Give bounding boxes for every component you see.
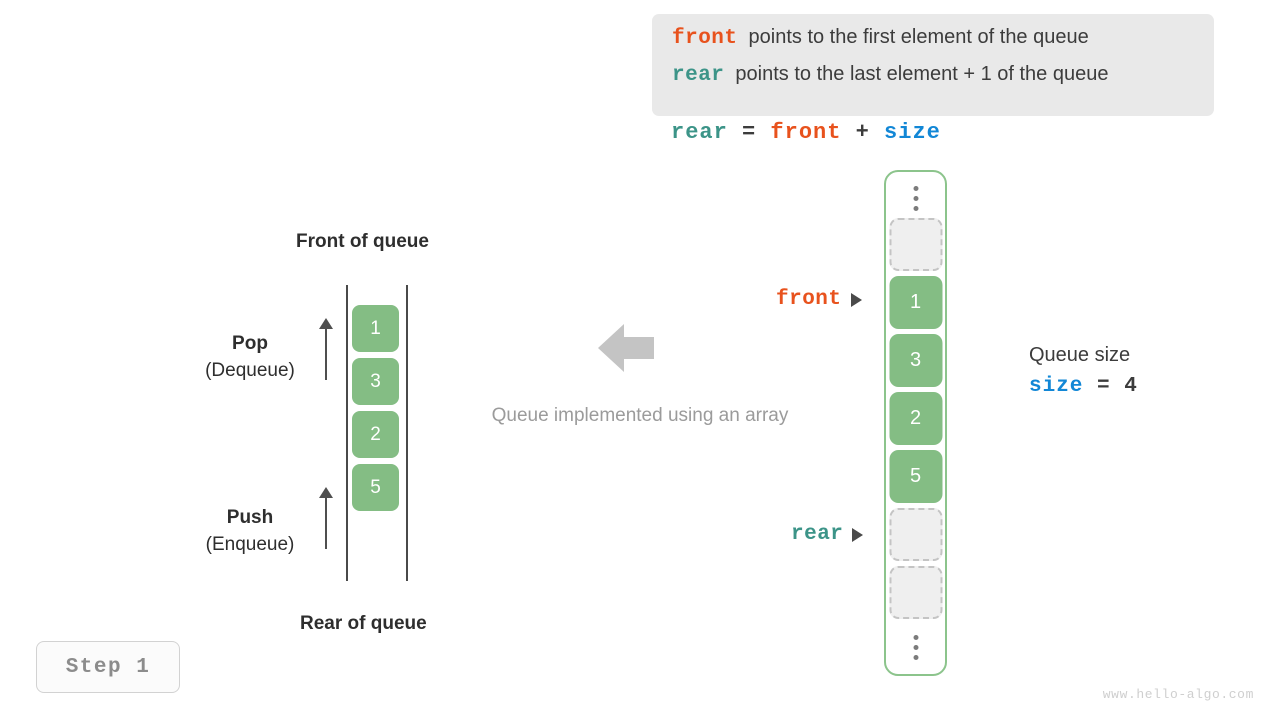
front-of-queue-label: Front of queue — [296, 231, 429, 252]
legend-text-rear: points to the last element + 1 of the qu… — [735, 63, 1109, 85]
rear-pointer: rear — [791, 523, 864, 546]
array-cell-filled: 5 — [889, 450, 942, 503]
pop-arrow-up-icon — [318, 318, 334, 380]
formula-plus: + — [855, 120, 870, 145]
rear-of-queue-label: Rear of queue — [300, 613, 427, 634]
array-cell-filled: 1 — [889, 276, 942, 329]
diagram-caption: Queue implemented using an array — [491, 405, 789, 426]
pop-title: Pop — [232, 333, 268, 354]
stack-cell: 3 — [352, 358, 399, 405]
stack-cell: 2 — [352, 411, 399, 458]
legend-keyword-rear: rear — [672, 64, 725, 87]
stack-rail-right — [406, 285, 408, 581]
array-cell-empty — [889, 508, 942, 561]
push-operation-label: Push (Enqueue) — [170, 507, 330, 556]
front-pointer: front — [776, 288, 862, 311]
legend-row-front: front points to the first element of the… — [672, 26, 1194, 63]
stack-rail-left — [346, 285, 348, 581]
array-container: 1 3 2 5 — [884, 170, 947, 676]
push-subtitle: (Enqueue) — [205, 534, 295, 555]
queue-size-equals: = — [1097, 375, 1111, 398]
queue-size-value: 4 — [1124, 375, 1138, 398]
array-cell-empty — [889, 566, 942, 619]
push-arrow-up-icon — [318, 487, 334, 549]
queue-size-var: size — [1029, 375, 1084, 398]
vertical-ellipsis-icon — [913, 186, 918, 211]
array-cell-filled: 3 — [889, 334, 942, 387]
stack-cell-list: 1 3 2 5 — [352, 305, 399, 517]
formula-expression: rear = front + size — [671, 120, 941, 145]
arrow-left-icon — [598, 321, 654, 375]
array-cell-empty — [889, 218, 942, 271]
formula-front: front — [770, 120, 842, 145]
pop-subtitle: (Dequeue) — [205, 360, 295, 381]
stack-cell: 1 — [352, 305, 399, 352]
formula-rear: rear — [671, 120, 728, 145]
pop-operation-label: Pop (Dequeue) — [170, 333, 330, 382]
legend-row-rear: rear points to the last element + 1 of t… — [672, 63, 1194, 100]
push-title: Push — [226, 507, 274, 528]
triangle-right-icon — [850, 292, 862, 307]
vertical-ellipsis-icon — [913, 635, 918, 660]
formula-equals: = — [742, 120, 757, 145]
watermark: www.hello-algo.com — [1102, 687, 1254, 702]
queue-size-expression: size = 4 — [1029, 375, 1138, 398]
legend-box: front points to the first element of the… — [652, 14, 1214, 116]
array-cell-filled: 2 — [889, 392, 942, 445]
legend-text-front: points to the first element of the queue — [748, 26, 1089, 48]
queue-size-block: Queue size size = 4 — [1029, 344, 1138, 398]
rear-pointer-label: rear — [791, 523, 844, 546]
legend-keyword-front: front — [672, 27, 738, 50]
queue-size-title: Queue size — [1029, 344, 1131, 366]
array-cell-list: 1 3 2 5 — [889, 218, 942, 624]
stack-cell: 5 — [352, 464, 399, 511]
front-pointer-label: front — [776, 288, 842, 311]
triangle-right-icon — [852, 527, 864, 542]
formula-size: size — [884, 120, 941, 145]
step-badge: Step 1 — [36, 641, 180, 693]
